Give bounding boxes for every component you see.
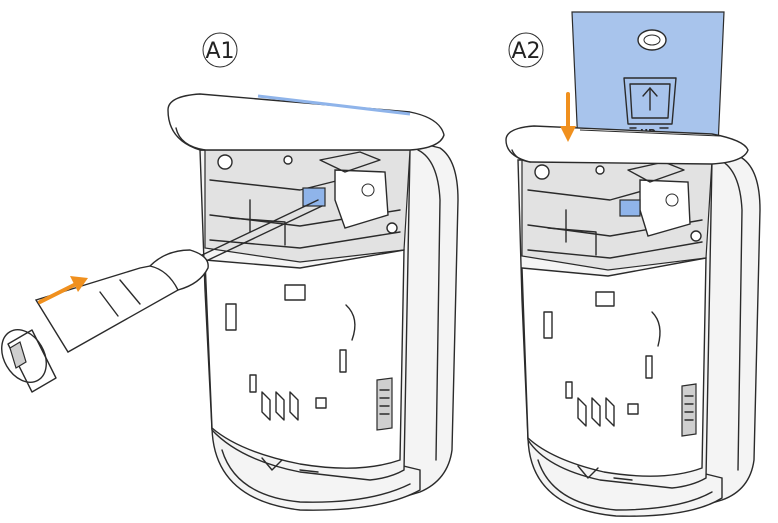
insert-arrow-icon (560, 92, 576, 142)
detector-a2 (517, 149, 761, 517)
step-a1-label: A1 (202, 32, 238, 68)
step-a2-label: A2 (508, 32, 544, 68)
mounting-card: UP (571, 11, 725, 147)
step-a1: A1 (1, 32, 459, 511)
release-slot-a1 (302, 187, 326, 207)
release-slot-a2 (619, 199, 641, 217)
step-a1-label-text: A1 (205, 39, 234, 64)
detector-a1 (167, 93, 459, 511)
up-arrow-icon (642, 87, 658, 111)
push-arrow-icon (38, 276, 88, 304)
screwdriver-icon (1, 199, 323, 393)
step-a2-label-text: A2 (511, 39, 540, 64)
step-a2: A2 (505, 11, 761, 517)
